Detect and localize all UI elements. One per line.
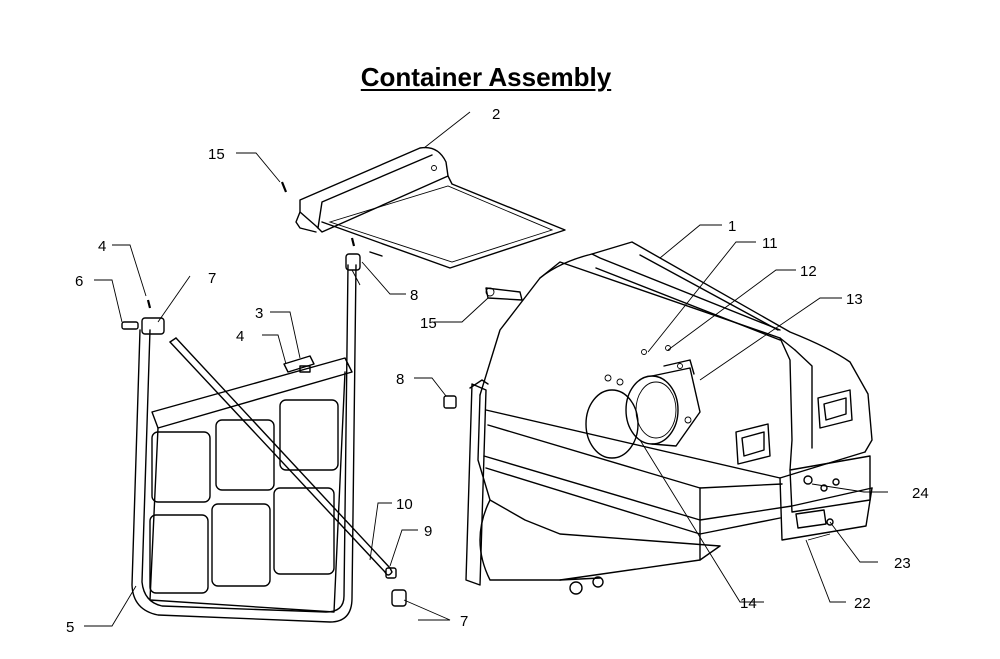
callout-22: 22 [854,595,871,612]
hardware-parts [121,181,523,607]
callout-24: 24 [912,485,929,502]
callout-8-lower: 8 [396,371,404,388]
callout-4-lower: 4 [236,328,244,345]
callout-7-lower: 7 [460,613,468,630]
diagram-title: Container Assembly [360,62,612,92]
callout-8-upper: 8 [410,287,418,304]
callout-2: 2 [492,106,500,123]
callout-4-upper: 4 [98,238,106,255]
callout-13: 13 [846,291,863,308]
callout-10: 10 [396,496,413,513]
callout-labels: 1 2 3 4 4 5 6 7 7 8 8 9 10 11 12 13 14 1… [66,106,929,636]
callout-3: 3 [255,305,263,322]
rack-part [149,355,353,613]
container-body-part [477,241,873,595]
callout-6: 6 [75,273,83,290]
callout-14: 14 [740,595,757,612]
callout-7-upper: 7 [208,270,216,287]
callout-11: 11 [762,235,778,252]
callout-1: 1 [728,218,736,235]
rod-part [169,337,393,576]
post-part [465,379,489,586]
callout-15-upper: 15 [208,146,225,163]
callout-23: 23 [894,555,911,572]
filter-ring-part [585,345,701,459]
frame-part [131,253,361,623]
callout-15-lower: 15 [420,315,437,332]
callout-12: 12 [800,263,817,280]
bracket-part [789,455,871,541]
lid-part [295,146,566,269]
callout-9: 9 [424,523,432,540]
callout-5: 5 [66,619,74,636]
leader-lines [84,111,888,627]
